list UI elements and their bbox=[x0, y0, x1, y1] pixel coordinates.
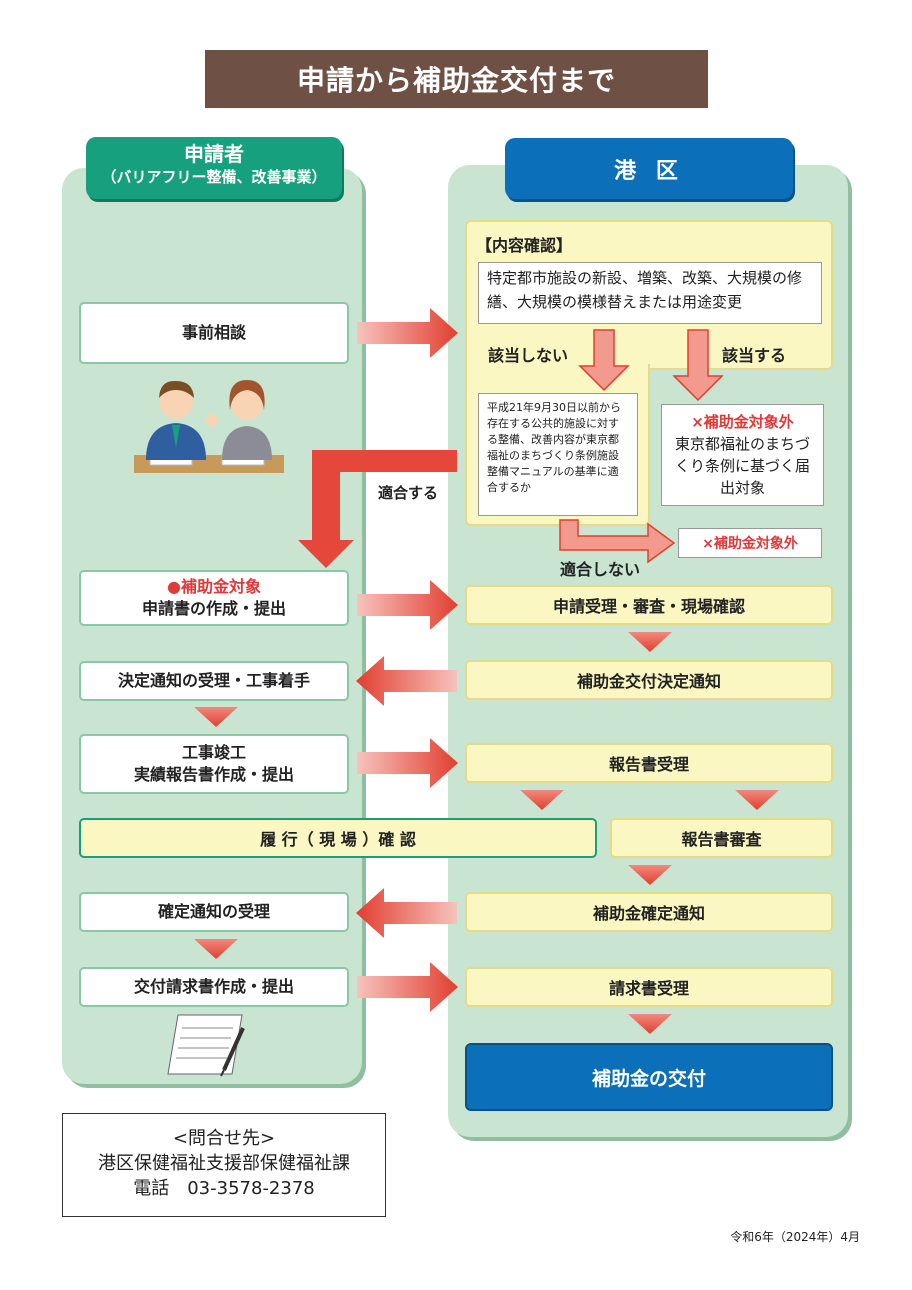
decision-notice-box: 補助金交付決定通知 bbox=[465, 660, 833, 700]
applicant-header-subtitle: （バリアフリー整備、改善事業） bbox=[101, 168, 327, 186]
invoice-box: 交付請求書作成・提出 bbox=[79, 967, 349, 1007]
minato-header: 港 区 bbox=[505, 138, 793, 199]
arrow-not-conforms bbox=[559, 519, 676, 564]
triangle-report-to-review bbox=[735, 790, 779, 810]
arrow-conforms bbox=[298, 450, 457, 568]
arrow-left-confirm bbox=[356, 888, 457, 938]
report-receipt-box: 報告書受理 bbox=[465, 743, 833, 783]
excluded-title: ×補助金対象外 bbox=[691, 413, 794, 431]
report-review-box: 報告書審査 bbox=[610, 818, 833, 858]
arrow-right-application bbox=[357, 580, 458, 630]
consult-text: 事前相談 bbox=[181, 323, 246, 342]
application-box: ●補助金対象 申請書の作成・提出 bbox=[79, 570, 349, 626]
consultation-illustration-icon bbox=[134, 380, 284, 473]
content-check-heading: 【内容確認】 bbox=[476, 236, 573, 255]
application-text: 申請書の作成・提出 bbox=[141, 599, 286, 618]
inspection-box: 履 行（ 現 場 ）確 認 bbox=[79, 818, 597, 858]
not-applicable-label: 該当しない bbox=[488, 346, 569, 365]
contact-department: 港区保健福祉支援部保健福祉課 bbox=[98, 1153, 350, 1174]
contact-heading: <問合せ先> bbox=[172, 1128, 276, 1149]
applicable-label: 該当する bbox=[722, 346, 787, 365]
final-grant-box: 補助金の交付 bbox=[465, 1043, 833, 1111]
document-pen-icon bbox=[167, 1014, 245, 1077]
arrow-right-invoice bbox=[357, 962, 458, 1012]
triangle-invoice-to-final bbox=[628, 1014, 672, 1034]
conforms-label: 適合する bbox=[378, 484, 439, 502]
completion-text-1: 工事竣工 bbox=[181, 743, 246, 762]
arrow-right-completion bbox=[357, 738, 458, 788]
invoice-text: 交付請求書作成・提出 bbox=[133, 977, 294, 996]
excluded-box-2: ×補助金対象外 bbox=[678, 528, 822, 558]
page-title: 申請から補助金交付まで bbox=[205, 50, 708, 108]
question-text: 平成21年9月30日以前から存在する公共的施設に対する整備、改善内容が東京都福祉… bbox=[487, 401, 621, 494]
arrow-not-applicable bbox=[578, 329, 630, 392]
decision-receipt-box: 決定通知の受理・工事着手 bbox=[79, 661, 349, 701]
applicant-header: 申請者 （バリアフリー整備、改善事業） bbox=[86, 137, 342, 199]
reception-box: 申請受理・審査・現場確認 bbox=[465, 585, 833, 625]
contact-phone: 電話 03-3578-2378 bbox=[133, 1178, 315, 1199]
invoice-receipt-box: 請求書受理 bbox=[465, 967, 833, 1007]
triangle-decision-receipt-to-completion bbox=[194, 707, 238, 727]
completion-text-2: 実績報告書作成・提出 bbox=[133, 765, 294, 784]
question-box: 平成21年9月30日以前から存在する公共的施設に対する整備、改善内容が東京都福祉… bbox=[478, 393, 638, 516]
not-conforms-label: 適合しない bbox=[560, 560, 641, 579]
contact-box: <問合せ先> 港区保健福祉支援部保健福祉課 電話 03-3578-2378 bbox=[62, 1113, 386, 1217]
eligible-mark: ●補助金対象 bbox=[167, 577, 261, 596]
decision-receipt-text: 決定通知の受理・工事着手 bbox=[117, 671, 310, 690]
triangle-confirm-receipt-to-invoice bbox=[194, 939, 238, 959]
arrow-right-consult bbox=[357, 308, 458, 358]
confirm-receipt-box: 確定通知の受理 bbox=[79, 892, 349, 932]
triangle-report-to-inspection bbox=[520, 790, 564, 810]
applicant-header-title: 申請者 bbox=[184, 142, 244, 166]
completion-box: 工事竣工 実績報告書作成・提出 bbox=[79, 734, 349, 794]
inspection-text: 履 行（ 現 場 ）確 認 bbox=[260, 830, 416, 849]
criteria-box: 特定都市施設の新設、増築、改築、大規模の修繕、大規模の模様替えまたは用途変更 bbox=[478, 262, 822, 324]
triangle-review-to-confirm bbox=[628, 865, 672, 885]
content-check-area-join bbox=[467, 362, 648, 368]
issue-date: 令和6年（2024年）4月 bbox=[730, 1230, 860, 1244]
criteria-text: 特定都市施設の新設、増築、改築、大規模の修繕、大規模の模様替えまたは用途変更 bbox=[487, 269, 803, 311]
confirm-receipt-text: 確定通知の受理 bbox=[157, 902, 270, 921]
arrow-left-decision bbox=[356, 656, 457, 706]
consult-box: 事前相談 bbox=[79, 302, 349, 364]
confirm-notice-box: 補助金確定通知 bbox=[465, 892, 833, 932]
excluded-detail: 東京都福祉のまちづくり条例に基づく届出対象 bbox=[674, 435, 810, 497]
triangle-reception-to-decision bbox=[628, 632, 672, 652]
excluded-box: ×補助金対象外 東京都福祉のまちづくり条例に基づく届出対象 bbox=[661, 404, 824, 506]
arrow-applicable bbox=[672, 329, 724, 402]
